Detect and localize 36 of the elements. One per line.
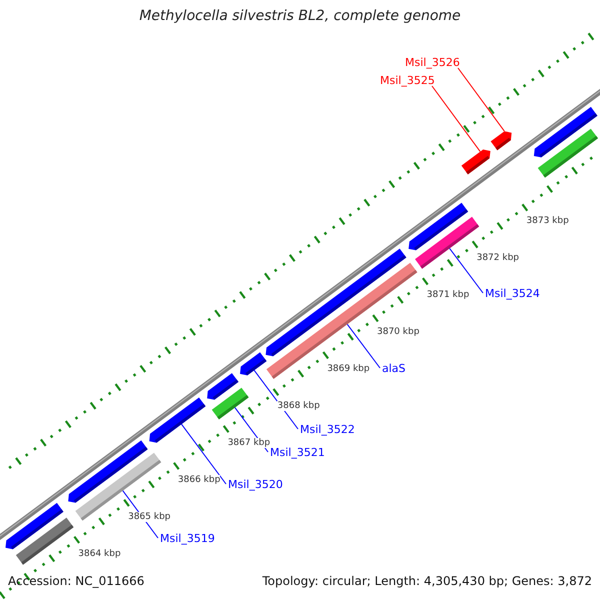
- genome-info-text: Topology: circular; Length: 4,305,430 bp; Genes: 3,872: [262, 574, 592, 588]
- leader-line: [458, 68, 505, 132]
- scale-label: 3866 kbp: [178, 474, 220, 485]
- scale-label: 3867 kbp: [228, 438, 270, 448]
- leader-line: [254, 370, 298, 430]
- gene-label: Msil_3524: [485, 287, 540, 300]
- gene-label: Msil_3520: [228, 478, 283, 491]
- gene-bar: [68, 440, 148, 503]
- gene-bar: [207, 373, 238, 400]
- gene-label: Msil_3525: [380, 74, 435, 87]
- leader-line: [181, 424, 226, 484]
- leader-line: [449, 248, 484, 294]
- scale-label: 3871 kbp: [426, 290, 470, 300]
- gene-bar: [149, 398, 206, 443]
- scale-label: 3870 kbp: [377, 327, 420, 338]
- leader-line: [432, 86, 481, 152]
- title: Methylocella silvestris BL2, complete genome: [138, 8, 462, 24]
- gene-bar: [490, 131, 512, 150]
- scale-label: 3864 kbp: [78, 548, 121, 559]
- gene-bar: [240, 352, 267, 376]
- gene-label: Msil_3519: [160, 532, 215, 545]
- scale-label: 3868 kbp: [277, 401, 320, 411]
- scale-label: 3869 kbp: [327, 364, 370, 374]
- gene-label: Msil_3521: [270, 446, 325, 459]
- gene-bar: [534, 106, 598, 158]
- leader-line: [346, 324, 380, 368]
- scale-label: 3872 kbp: [476, 253, 519, 264]
- gene-bar: [408, 202, 468, 250]
- gene-bar: [461, 150, 490, 174]
- scale-label: 3873 kbp: [526, 216, 569, 226]
- accession-text: Accession: NC_011666: [8, 574, 144, 588]
- gene-label: Msil_3522: [300, 423, 355, 436]
- gene-label: alaS: [382, 362, 406, 375]
- gene-label: Msil_3526: [405, 56, 460, 69]
- scale-label: 3865 kbp: [128, 512, 170, 522]
- gene-bar: [6, 502, 64, 550]
